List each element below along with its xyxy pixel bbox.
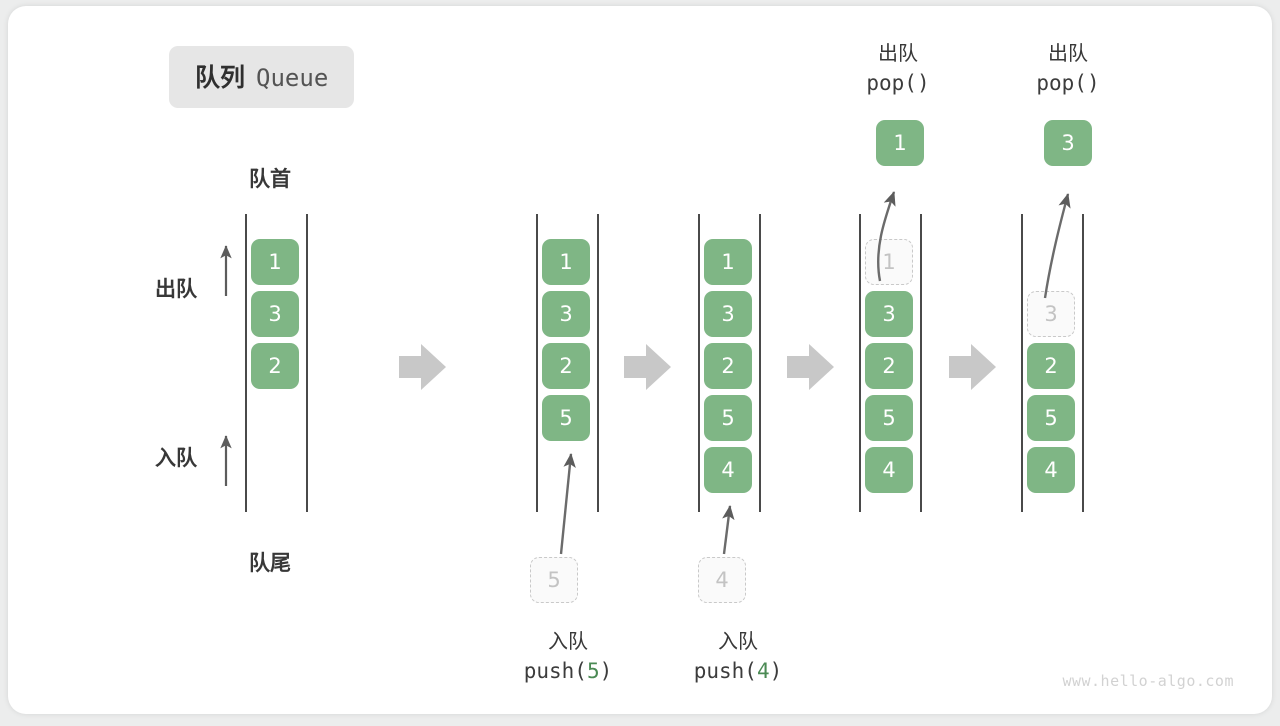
queue-cell: 5	[704, 395, 752, 441]
rail-left	[536, 214, 538, 512]
queue-cell: 3	[704, 291, 752, 337]
outgoing-ghost-cell: 1	[865, 239, 913, 285]
caption-line2: push(5)	[448, 656, 688, 688]
caption-line1: 出队	[1048, 41, 1088, 65]
diagram-title-badge: 队列 Queue	[169, 46, 355, 108]
step-arrow-icon	[949, 344, 996, 390]
enqueue-label: 入队	[155, 446, 197, 470]
queue-cell: 1	[542, 239, 590, 285]
title-chinese: 队列	[195, 63, 246, 92]
caption-close: )	[1086, 71, 1100, 95]
outgoing-ghost-cell: 3	[1027, 291, 1075, 337]
diagram-card: 队列 Queue 队首 队尾 出队 入队 1 3 2 1 3 2 5 5 入队 …	[8, 6, 1272, 714]
queue-cell: 2	[1027, 343, 1075, 389]
queue-cell: 3	[865, 291, 913, 337]
caption-op: push(	[693, 659, 757, 683]
rail-right	[306, 214, 308, 512]
caption-pop-3: 出队 pop()	[948, 38, 1188, 100]
caption-line2: pop()	[948, 68, 1188, 100]
queue-cell: 4	[1027, 447, 1075, 493]
caption-line1: 入队	[548, 629, 588, 653]
rail-left	[698, 214, 700, 512]
arrow-overlay	[220, 191, 1071, 555]
site-watermark: www.hello-algo.com	[1062, 672, 1234, 690]
push-5-motion-arrow-icon	[559, 453, 576, 555]
queue-cell: 4	[865, 447, 913, 493]
caption-line2: pop()	[778, 68, 1018, 100]
rail-right	[597, 214, 599, 512]
rail-right	[920, 214, 922, 512]
caption-arg: 5	[586, 659, 600, 683]
rail-left	[245, 214, 247, 512]
queue-cell: 5	[865, 395, 913, 441]
rail-right	[1082, 214, 1084, 512]
incoming-ghost-cell: 4	[698, 557, 746, 603]
popped-cell: 1	[876, 120, 924, 166]
queue-cell: 2	[704, 343, 752, 389]
step-arrow-icon	[787, 344, 834, 390]
rail-left	[859, 214, 861, 512]
queue-cell: 5	[1027, 395, 1075, 441]
rear-label: 队尾	[249, 551, 291, 575]
front-label: 队首	[249, 167, 291, 191]
queue-cell: 2	[251, 343, 299, 389]
rail-right	[759, 214, 761, 512]
dequeue-label: 出队	[155, 277, 197, 301]
push-4-motion-arrow-icon	[722, 505, 735, 555]
pop-3-motion-arrow-icon	[1043, 193, 1071, 299]
queue-cell: 3	[251, 291, 299, 337]
queue-cell: 1	[251, 239, 299, 285]
caption-op: push(	[523, 659, 587, 683]
caption-push-4: 入队 push(4)	[618, 626, 858, 688]
caption-close: )	[916, 71, 930, 95]
queue-cell: 2	[542, 343, 590, 389]
caption-op: pop(	[866, 71, 917, 95]
caption-arg: 4	[756, 659, 770, 683]
caption-close: )	[599, 659, 613, 683]
queue-cell: 5	[542, 395, 590, 441]
popped-cell: 3	[1044, 120, 1092, 166]
caption-line2: push(4)	[618, 656, 858, 688]
queue-cell: 1	[704, 239, 752, 285]
title-english: Queue	[256, 64, 329, 92]
caption-push-5: 入队 push(5)	[448, 626, 688, 688]
step-arrow-icon	[399, 344, 446, 390]
queue-cell: 2	[865, 343, 913, 389]
caption-close: )	[769, 659, 783, 683]
queue-cell: 3	[542, 291, 590, 337]
caption-op: pop(	[1036, 71, 1087, 95]
caption-line1: 出队	[878, 41, 918, 65]
rail-left	[1021, 214, 1023, 512]
caption-pop-1: 出队 pop()	[778, 38, 1018, 100]
incoming-ghost-cell: 5	[530, 557, 578, 603]
step-arrow-icon	[624, 344, 671, 390]
caption-line1: 入队	[718, 629, 758, 653]
queue-cell: 4	[704, 447, 752, 493]
